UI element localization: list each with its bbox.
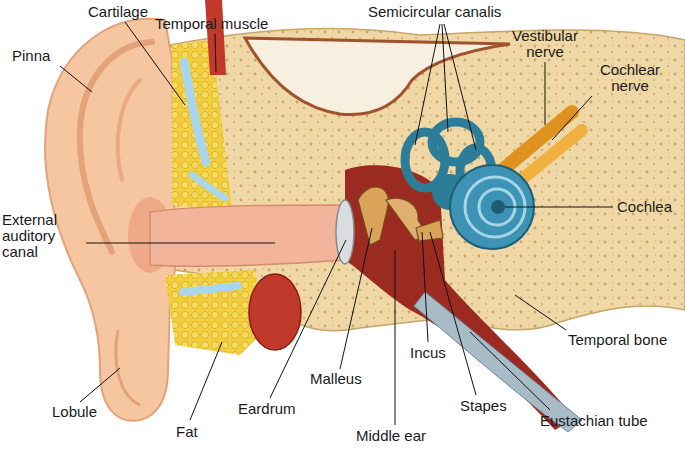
part-label: Cochlear nerve — [590, 62, 670, 94]
part-label: Eardrum — [238, 401, 296, 417]
label-slot: External auditory canal — [2, 212, 84, 260]
part-label: Vestibular nerve — [505, 28, 585, 60]
label-slot: Cartilage — [88, 4, 148, 20]
label-slot: Cochlea — [617, 199, 672, 215]
part-label: Fat — [176, 424, 198, 440]
label-slot: Eardrum — [238, 401, 296, 417]
part-label: Pinna — [12, 48, 50, 64]
cochlear-nerve-shape — [515, 130, 582, 185]
label-slot: Cochlear nerve — [590, 62, 670, 94]
part-label: Stapes — [460, 398, 507, 414]
cartilage-strip — [183, 286, 238, 292]
label-slot: Temporal muscle — [155, 16, 268, 32]
part-label: Malleus — [310, 371, 362, 387]
label-slot: Malleus — [310, 371, 362, 387]
part-label: Eustachian tube — [540, 413, 648, 429]
eustachian-tube-shape — [414, 292, 582, 432]
semicircular-canal — [432, 122, 480, 162]
part-label: Cartilage — [88, 4, 148, 20]
label-slot: Temporal bone — [568, 332, 667, 348]
label-slot: Eustachian tube — [540, 413, 648, 429]
canal-shape — [150, 205, 345, 266]
part-label: Semicircular canalis — [368, 4, 501, 20]
part-label: Middle ear — [356, 428, 426, 444]
label-slot: Vestibular nerve — [505, 28, 585, 60]
label-slot: Middle ear — [356, 428, 426, 444]
malleus-bone — [358, 187, 388, 245]
cochlea-turn — [491, 200, 505, 214]
part-label: Incus — [410, 345, 446, 361]
muscle-mass — [249, 274, 301, 350]
leader-lines — [60, 22, 613, 425]
part-label: Cochlea — [617, 199, 672, 215]
label-slot: Incus — [410, 345, 446, 361]
label-slot: Pinna — [12, 48, 50, 64]
label-slot: Lobule — [52, 404, 97, 420]
label-slot: Semicircular canalis — [368, 4, 501, 20]
cranial-cavity — [245, 38, 510, 115]
antihelix — [118, 80, 140, 180]
part-label: Temporal bone — [568, 332, 667, 348]
part-label: Temporal muscle — [155, 16, 268, 32]
part-label: Lobule — [52, 404, 97, 420]
stapes-bone — [416, 220, 443, 241]
lobule-fold — [116, 330, 140, 405]
label-slot: Fat — [176, 424, 198, 440]
temporal-muscle-shape — [205, 0, 226, 75]
cartilage-strip — [192, 175, 225, 198]
cartilage-strip — [184, 62, 206, 162]
part-label: External auditory canal — [2, 212, 84, 260]
label-slot: Stapes — [460, 398, 507, 414]
